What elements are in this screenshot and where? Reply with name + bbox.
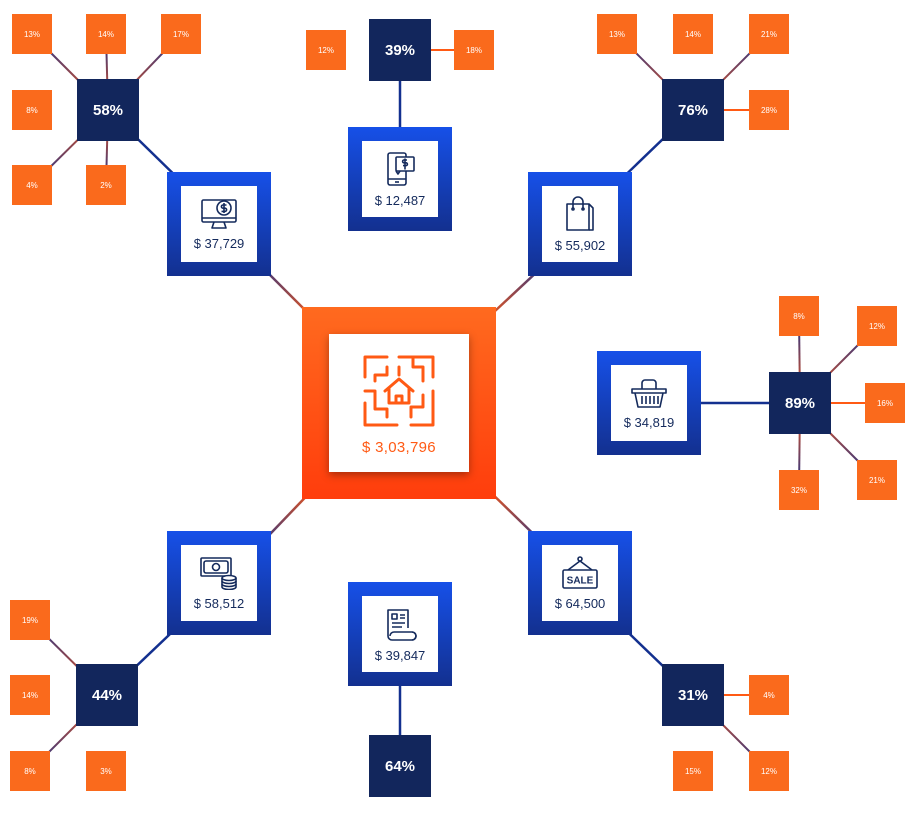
leaf-percent: 21%: [857, 460, 897, 500]
leaf-percent: 4%: [749, 675, 789, 715]
percent-node: 64%: [369, 735, 431, 797]
percent-node: 58%: [77, 79, 139, 141]
node-sale: SALE $ 64,500: [528, 531, 632, 635]
leaf-percent: 16%: [865, 383, 905, 423]
node-value: $ 37,729: [193, 235, 245, 251]
leaf-percent: 14%: [673, 14, 713, 54]
cash-coins-icon: [200, 556, 237, 590]
percent-node: 31%: [662, 664, 724, 726]
mobile-payment-icon: [387, 151, 415, 186]
node-shopping-basket: $ 34,819: [597, 351, 701, 455]
node-cash: $ 58,512: [167, 531, 271, 635]
leaf-percent: 12%: [857, 306, 897, 346]
percent-node: 44%: [76, 664, 138, 726]
leaf-percent: 8%: [779, 296, 819, 336]
leaf-percent: 21%: [749, 14, 789, 54]
house-maze-icon: [363, 355, 435, 426]
leaf-percent: 28%: [749, 90, 789, 130]
leaf-percent: 19%: [10, 600, 50, 640]
leaf-percent: 14%: [10, 675, 50, 715]
node-value: $ 64,500: [554, 595, 606, 611]
node-mobile-payments: $ 12,487: [348, 127, 452, 231]
receipt-scroll-icon: [387, 608, 417, 641]
computer-dollar-icon: [201, 198, 237, 229]
leaf-percent: 18%: [454, 30, 494, 70]
percent-node: 89%: [769, 372, 831, 434]
leaf-percent: 15%: [673, 751, 713, 791]
center-node: $ 3,03,796: [302, 307, 496, 499]
leaf-percent: 32%: [779, 470, 819, 510]
center-value: $ 3,03,796: [362, 438, 436, 456]
leaf-percent: 8%: [10, 751, 50, 791]
leaf-percent: 13%: [12, 14, 52, 54]
node-receipt: $ 39,847: [348, 582, 452, 686]
node-value: $ 39,847: [374, 647, 426, 663]
leaf-percent: 3%: [86, 751, 126, 791]
leaf-percent: 4%: [12, 165, 52, 205]
node-value: $ 12,487: [374, 192, 426, 208]
percent-node: 39%: [369, 19, 431, 81]
shopping-basket-icon: [631, 378, 667, 408]
svg-text:SALE: SALE: [567, 575, 594, 586]
leaf-percent: 2%: [86, 165, 126, 205]
shopping-bag-icon: [566, 195, 594, 231]
leaf-percent: 17%: [161, 14, 201, 54]
center-card: $ 3,03,796: [329, 334, 469, 472]
node-value: $ 34,819: [623, 414, 675, 430]
sale-sign-icon: SALE: [562, 555, 598, 589]
leaf-percent: 12%: [749, 751, 789, 791]
node-value: $ 58,512: [193, 595, 245, 611]
leaf-percent: 14%: [86, 14, 126, 54]
leaf-percent: 8%: [12, 90, 52, 130]
percent-node: 76%: [662, 79, 724, 141]
node-shopping-bag: $ 55,902: [528, 172, 632, 276]
node-value: $ 55,902: [554, 237, 606, 253]
leaf-percent: 12%: [306, 30, 346, 70]
node-computer-payments: $ 37,729: [167, 172, 271, 276]
leaf-percent: 13%: [597, 14, 637, 54]
